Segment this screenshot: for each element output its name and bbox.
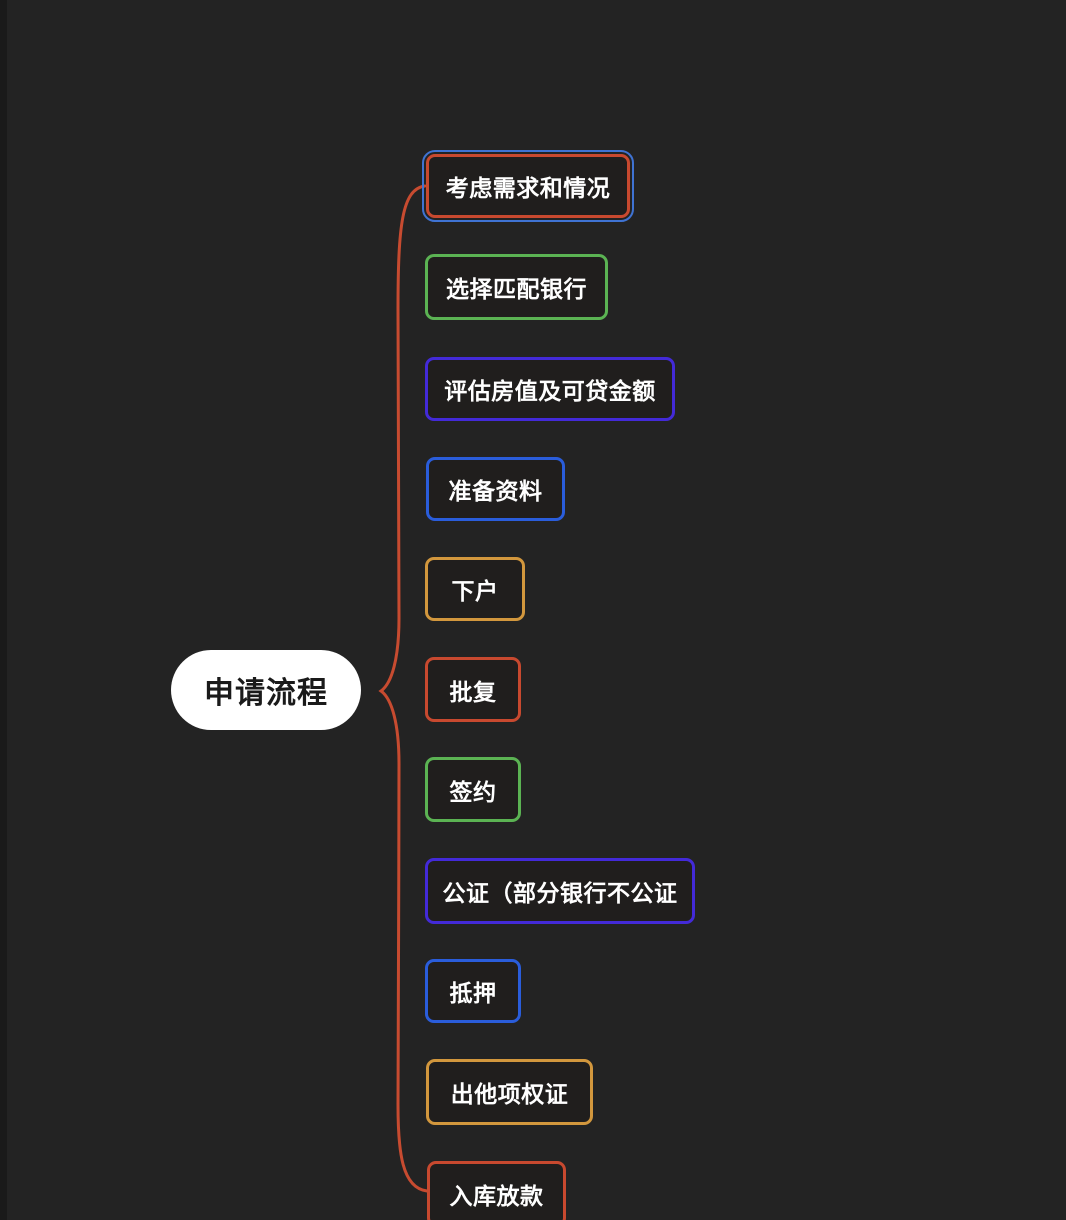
node-label: 下户 bbox=[451, 578, 499, 604]
mindmap-node[interactable]: 批复 bbox=[425, 657, 521, 722]
mindmap-node[interactable]: 公证（部分银行不公证 bbox=[425, 858, 695, 924]
node-label: 考虑需求和情况 bbox=[445, 175, 611, 201]
central-topic-node[interactable]: 申请流程 bbox=[171, 650, 361, 730]
mindmap-node[interactable]: 入库放款 bbox=[427, 1161, 566, 1220]
mindmap-node[interactable]: 出他项权证 bbox=[426, 1059, 593, 1125]
node-label: 签约 bbox=[449, 778, 497, 805]
mindmap-node[interactable]: 抵押 bbox=[425, 959, 521, 1023]
node-label: 准备资料 bbox=[448, 478, 543, 504]
node-label: 出他项权证 bbox=[450, 1081, 569, 1107]
node-label: 评估房值及可贷金额 bbox=[444, 378, 656, 404]
node-label: 批复 bbox=[449, 678, 497, 705]
node-label: 选择匹配银行 bbox=[446, 276, 587, 302]
mindmap-node[interactable]: 评估房值及可贷金额 bbox=[425, 357, 675, 421]
node-label: 入库放款 bbox=[449, 1183, 544, 1209]
brace-connector-path bbox=[378, 184, 429, 1193]
mindmap-node[interactable]: 选择匹配银行 bbox=[425, 254, 608, 320]
left-edge-strip bbox=[0, 0, 7, 1220]
node-label: 公证（部分银行不公证 bbox=[442, 880, 678, 906]
mindmap-node[interactable]: 下户 bbox=[425, 557, 525, 621]
mindmap-node[interactable]: 准备资料 bbox=[426, 457, 565, 521]
node-label: 抵押 bbox=[449, 980, 497, 1006]
mindmap-node-selected[interactable]: 考虑需求和情况 bbox=[422, 150, 634, 222]
central-topic-label: 申请流程 bbox=[204, 677, 328, 710]
mindmap-node[interactable]: 签约 bbox=[425, 757, 521, 822]
